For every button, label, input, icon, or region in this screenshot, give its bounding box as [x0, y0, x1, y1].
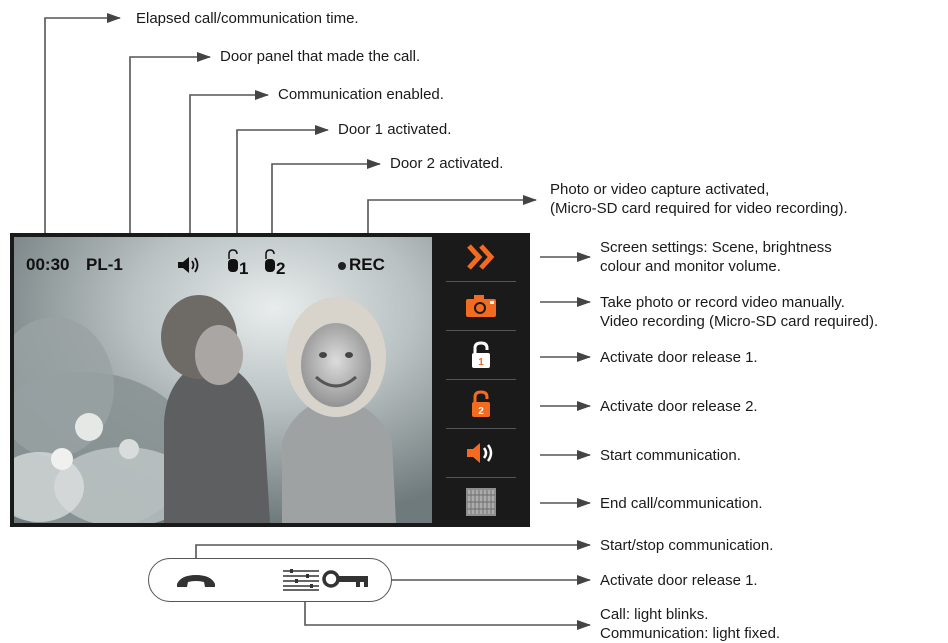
door-panel-readout: PL-1: [86, 255, 123, 274]
callout-line-time: [44, 13, 121, 249]
callout-line-rec: [367, 195, 537, 249]
callout-communication-enabled: Communication enabled.: [278, 86, 444, 103]
door-release-2-button[interactable]: 2: [446, 380, 516, 429]
handset-icon[interactable]: [175, 571, 217, 589]
camera-video-feed: [14, 237, 432, 523]
callout-take-photo-line1: Take photo or record video manually.: [600, 294, 845, 311]
end-call-button[interactable]: [446, 478, 516, 526]
speaker-icon: [467, 443, 493, 463]
padlock-badge-2: 2: [478, 406, 484, 417]
callout-door-release-2: Activate door release 2.: [600, 398, 758, 415]
monitor-sidebar: 1 2: [432, 233, 530, 527]
callout-elapsed-time: Elapsed call/communication time.: [136, 10, 359, 27]
callout-take-photo-line2: Video recording (Micro-SD card required)…: [600, 313, 879, 330]
start-communication-button[interactable]: [446, 429, 516, 478]
callout-line-door2: [271, 159, 381, 249]
callout-take-photo: Take photo or record video manually. Vid…: [600, 293, 878, 331]
callout-door-release-1: Activate door release 1.: [600, 349, 758, 366]
callout-line-panel: [129, 52, 211, 249]
light-indicator-icon: [283, 569, 319, 591]
door2-status-index: 2: [276, 259, 286, 278]
callout-bar-door-release: Activate door release 1.: [600, 572, 758, 589]
rec-dot-icon: [338, 261, 346, 270]
door1-status-icon: [228, 249, 238, 272]
callout-capture-line1: Photo or video capture activated,: [550, 181, 770, 198]
door-release-1-button[interactable]: 1: [446, 331, 516, 380]
callout-bar-light: Call: light blinks. Communication: light…: [600, 605, 780, 643]
callout-door-panel: Door panel that made the call.: [220, 48, 421, 65]
capture-button[interactable]: [446, 282, 516, 331]
callout-screen-settings-line2: colour and monitor volume.: [600, 258, 781, 275]
physical-button-bar: [148, 558, 392, 602]
callout-screen-settings: Screen settings: Scene, brightness colou…: [600, 238, 832, 276]
chevron-double-right-icon: [467, 244, 495, 270]
screen-settings-button[interactable]: [446, 233, 516, 282]
padlock-icon: 2: [472, 390, 490, 417]
end-call-icon: [466, 488, 496, 516]
callout-end-call: End call/communication.: [600, 495, 763, 512]
callout-line-door1: [236, 125, 329, 249]
camera-icon: [466, 295, 496, 317]
callout-line-communication: [189, 90, 269, 249]
elapsed-time-readout: 00:30: [26, 255, 70, 274]
callout-capture-activated: Photo or video capture activated, (Micro…: [550, 180, 848, 218]
rec-indicator: REC: [338, 255, 385, 275]
padlock-badge-1: 1: [478, 357, 484, 368]
callout-screen-settings-line1: Screen settings: Scene, brightness: [600, 239, 832, 256]
key-icon[interactable]: [321, 568, 373, 590]
padlock-icon: 1: [472, 341, 490, 368]
callout-door1-activated: Door 1 activated.: [338, 121, 452, 138]
callout-start-communication: Start communication.: [600, 447, 741, 464]
monitor-screen: 00:30 PL-1 1 2 REC: [10, 233, 530, 527]
rec-label: REC: [349, 255, 385, 274]
callout-bar-light-line1: Call: light blinks.: [600, 606, 709, 623]
door1-status-index: 1: [239, 259, 249, 278]
callout-capture-line2: (Micro-SD card required for video record…: [550, 200, 848, 217]
door2-status-icon: [265, 249, 275, 272]
callout-door2-activated: Door 2 activated.: [390, 155, 504, 172]
callout-bar-light-line2: Communication: light fixed.: [600, 625, 781, 642]
speaker-status-icon: [178, 257, 199, 273]
callout-bar-start-stop: Start/stop communication.: [600, 537, 774, 554]
